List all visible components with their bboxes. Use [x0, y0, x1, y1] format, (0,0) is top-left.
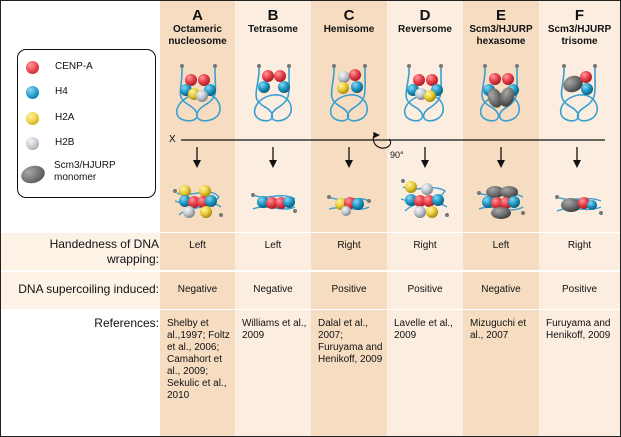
legend-label-line2: monomer	[54, 172, 97, 183]
reversome-side-icon	[400, 179, 449, 218]
legend: CENP-A H4 H2A H2B Scm3/HJURP monomer	[17, 49, 156, 198]
row-divider	[1, 270, 620, 272]
hexasome-top-icon	[479, 64, 521, 122]
supercoiling-cell: Negative	[253, 284, 293, 295]
octameric-nucleosome-top-icon	[175, 64, 221, 122]
legend-item-scm3: Scm3/HJURP monomer	[19, 160, 116, 186]
tetrasome-top-icon	[253, 64, 293, 122]
column-letter: A	[192, 7, 203, 24]
column-c-header: C Hemisome	[311, 7, 387, 36]
legend-item-h2a: H2A	[26, 112, 74, 125]
column-f-header: F Scm3/HJURP trisome	[539, 7, 620, 48]
column-e-header: E Scm3/HJURP hexasome	[463, 7, 539, 48]
handedness-cell: Left	[492, 240, 510, 251]
legend-item-h2b: H2B	[26, 137, 74, 150]
h4-sphere-icon	[26, 86, 39, 99]
column-letter: E	[495, 7, 506, 24]
row-divider	[1, 232, 620, 233]
references-cell: Furuyama and Henikoff, 2009	[546, 318, 611, 341]
column-title: Octameric nucleosome	[168, 24, 227, 47]
rotation-arrow-icon	[372, 132, 392, 149]
hexasome-side-icon	[477, 186, 525, 219]
legend-label: CENP-A	[55, 61, 93, 72]
references-cell: Shelby et al.,1997; Foltz et al., 2006; …	[167, 318, 230, 401]
supercoiling-cell: Negative	[177, 284, 218, 295]
column-letter: C	[343, 7, 355, 24]
row-divider	[1, 309, 620, 310]
column-c-background	[311, 1, 387, 436]
column-d-background	[387, 1, 463, 436]
rotation-angle-label: 90°	[390, 150, 404, 160]
references-cell: Williams et al., 2009	[242, 318, 307, 341]
handedness-row-label: Handedness of DNA wrapping:	[49, 237, 159, 266]
references-cell: Lavelle et al., 2009	[394, 318, 453, 341]
down-arrow-icons	[196, 147, 578, 163]
supercoiling-cell: Negative	[481, 284, 521, 295]
column-letter: F	[574, 7, 585, 24]
column-b-header: B Tetrasome	[235, 7, 311, 36]
column-title: Reversome	[398, 24, 452, 35]
trisome-side-icon	[555, 195, 603, 215]
handedness-cell: Left	[264, 240, 282, 251]
supercoiling-row-label: DNA supercoiling induced:	[18, 282, 159, 296]
hemisome-top-icon	[329, 64, 369, 122]
legend-item-h4: H4	[26, 86, 68, 99]
supercoiling-cell: Positive	[407, 284, 443, 295]
hemisome-side-icon	[327, 195, 371, 216]
octameric-nucleosome-side-icon	[173, 185, 223, 218]
legend-label: Scm3/HJURP monomer	[54, 160, 116, 184]
legend-label: H4	[55, 86, 68, 97]
column-title: Hemisome	[323, 24, 375, 35]
legend-label: H2A	[55, 112, 75, 123]
references-row-label: References:	[94, 316, 159, 330]
column-letter: D	[419, 7, 431, 24]
supercoiling-cell: Positive	[561, 284, 597, 295]
column-title: Scm3/HJURP trisome	[547, 24, 612, 47]
supercoiling-cell: Positive	[331, 284, 367, 295]
scm3-blob-icon	[19, 163, 47, 186]
column-a-header: A Octameric nucleosome	[160, 7, 235, 48]
down-arrowhead-icons	[193, 160, 581, 168]
handedness-cell: Right	[337, 240, 361, 251]
references-cell: Dalal et al., 2007; Furuyama and Henikof…	[318, 318, 383, 365]
trisome-top-icon	[559, 64, 599, 122]
legend-label-line1: Scm3/HJURP	[54, 160, 116, 171]
column-a-background	[160, 1, 235, 436]
column-title: Tetrasome	[248, 24, 298, 35]
x-axis-label: X	[169, 134, 176, 145]
tetrasome-side-icon	[251, 193, 297, 213]
handedness-cell: Right	[413, 240, 437, 251]
rotation-arrowhead-icon	[373, 132, 380, 138]
column-d-header: D Reversome	[387, 7, 463, 36]
handedness-cell: Right	[567, 240, 592, 251]
reversome-top-icon	[403, 64, 445, 122]
column-f-background	[539, 1, 620, 436]
references-cell: Mizuguchi et al., 2007	[470, 318, 527, 341]
cenpa-sphere-icon	[26, 61, 39, 74]
h2b-sphere-icon	[26, 137, 39, 150]
h2a-sphere-icon	[26, 112, 39, 125]
legend-item-cenpa: CENP-A	[26, 61, 93, 74]
legend-label: H2B	[55, 137, 75, 148]
handedness-cell: Left	[189, 240, 206, 251]
column-title: Scm3/HJURP hexasome	[469, 24, 533, 47]
column-letter: B	[267, 7, 279, 24]
